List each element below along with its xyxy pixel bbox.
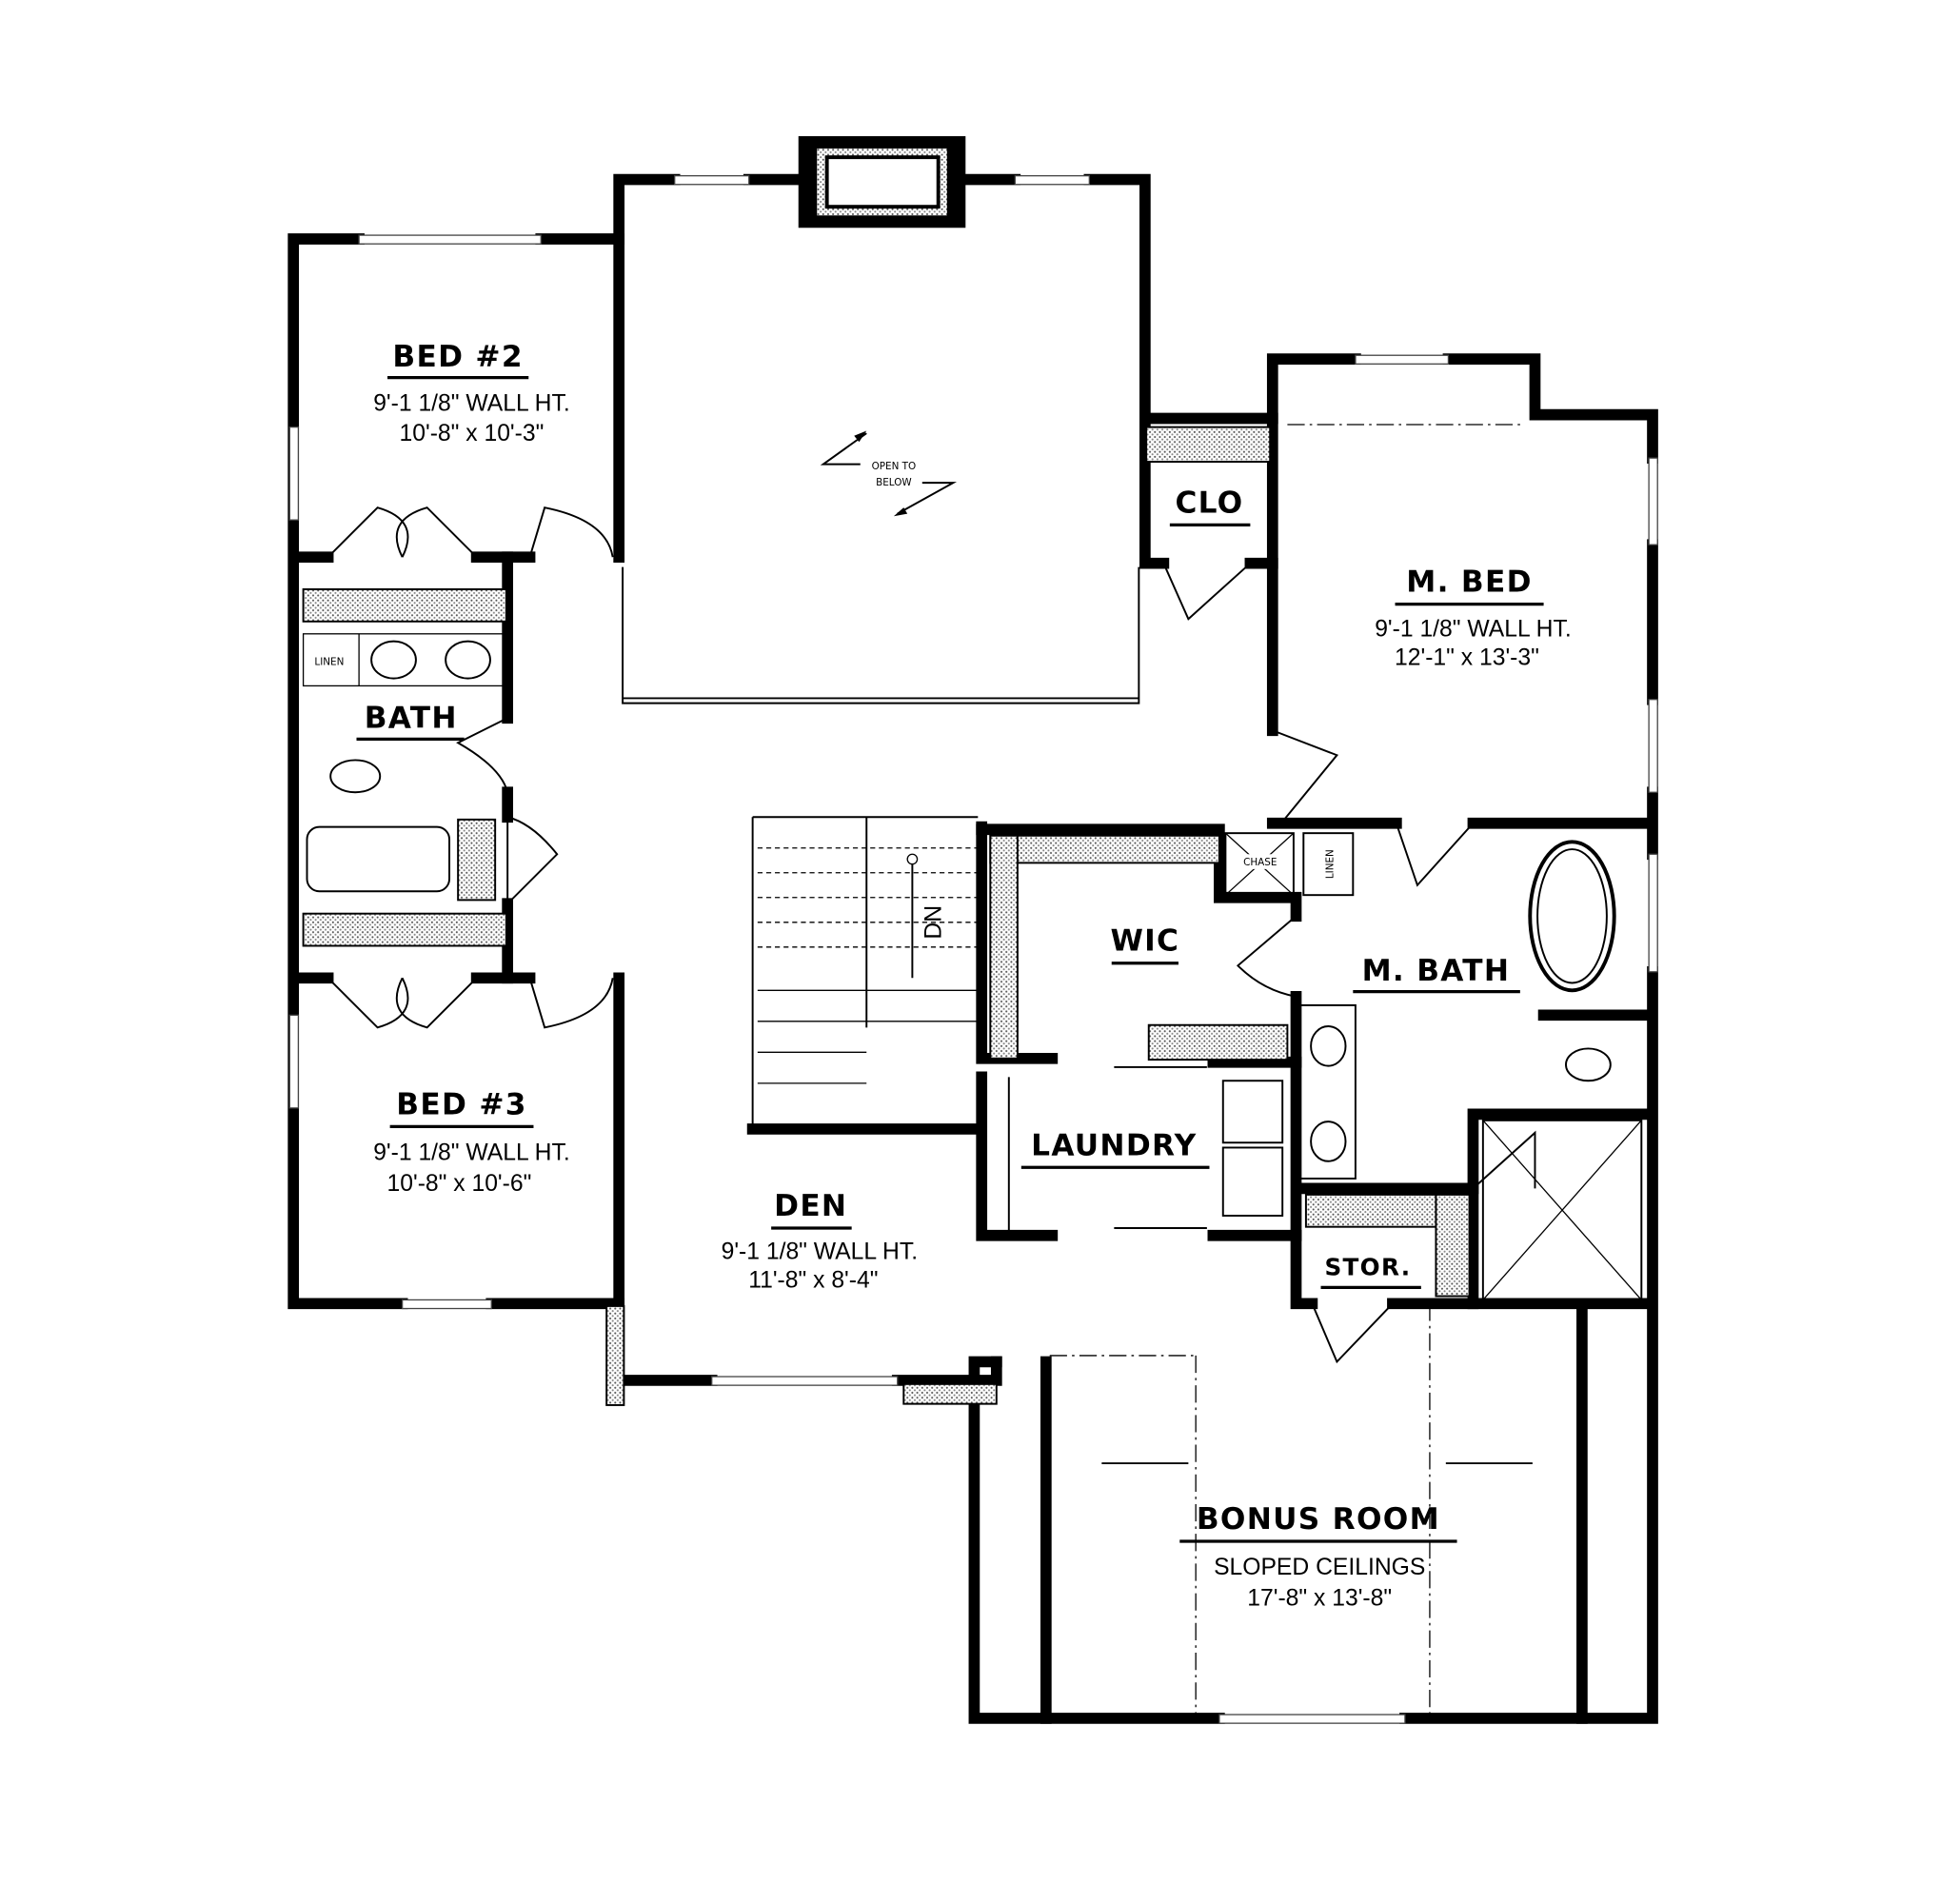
staircase[interactable]: DN — [751, 816, 979, 1129]
stair-direction-label: DN — [921, 905, 946, 940]
open-to-below-area: OPEN TO BELOW — [622, 430, 1140, 704]
window — [1218, 1714, 1406, 1724]
room-wic: WIC — [1110, 924, 1179, 965]
window — [1014, 175, 1090, 186]
fireplace — [798, 136, 966, 228]
room-master-bath: M. BATH — [1353, 954, 1520, 994]
wall-height: 9'-1 1/8" WALL HT. — [1375, 616, 1571, 642]
room-name: BATH — [365, 702, 458, 736]
room-bath: BATH — [356, 702, 465, 741]
wall-height: 9'-1 1/8" WALL HT. — [373, 1140, 569, 1165]
window — [1648, 853, 1658, 973]
chase-label: CHASE — [1243, 857, 1277, 868]
room-size: 10'-8" x 10'-6" — [387, 1171, 532, 1197]
room-master-bed: M. BED 9'-1 1/8" WALL HT. 12'-1" x 13'-3… — [1375, 565, 1571, 671]
doors[interactable] — [327, 506, 1536, 1364]
room-bed-2: BED #2 9'-1 1/8" WALL HT. 10'-8" x 10'-3… — [373, 340, 569, 446]
room-name: M. BED — [1406, 565, 1533, 600]
open-to-label: OPEN TO — [872, 461, 917, 472]
window — [288, 1014, 300, 1109]
room-name: BED #2 — [392, 340, 523, 374]
room-bonus: BONUS ROOM SLOPED CEILINGS 17'-8" x 13'-… — [1179, 1502, 1457, 1612]
room-laundry: LAUNDRY — [1020, 1128, 1210, 1169]
room-name: BED #3 — [396, 1087, 526, 1121]
window — [1648, 699, 1658, 793]
linen-label-mbath: LINEN — [1325, 849, 1337, 879]
room-closet: CLO — [1169, 486, 1251, 526]
interior-walls — [293, 233, 1653, 1724]
room-size: 11'-8" x 8'-4" — [748, 1267, 878, 1293]
fixtures: LINEN CHASE LINEN — [302, 424, 1643, 1716]
window — [1355, 354, 1450, 365]
window — [674, 175, 750, 186]
room-labels: BED #2 9'-1 1/8" WALL HT. 10'-8" x 10'-3… — [356, 340, 1572, 1612]
room-name: M. BATH — [1362, 954, 1511, 988]
ceiling-note: SLOPED CEILINGS — [1214, 1555, 1425, 1580]
window — [288, 426, 300, 521]
window — [358, 234, 542, 245]
window — [401, 1299, 492, 1310]
room-size: 10'-8" x 10'-3" — [400, 421, 545, 446]
room-den: DEN 9'-1 1/8" WALL HT. 11'-8" x 8'-4" — [722, 1189, 918, 1293]
room-name: DEN — [774, 1189, 847, 1223]
room-name: WIC — [1110, 924, 1179, 959]
window — [711, 1376, 899, 1386]
room-name: CLO — [1175, 486, 1243, 520]
room-bed-3: BED #3 9'-1 1/8" WALL HT. 10'-8" x 10'-6… — [373, 1087, 569, 1197]
exterior-walls — [287, 173, 1658, 1724]
room-storage: STOR. — [1320, 1253, 1421, 1290]
room-name: BONUS ROOM — [1197, 1502, 1440, 1537]
room-size: 12'-1" x 13'-3" — [1395, 645, 1539, 670]
wall-height: 9'-1 1/8" WALL HT. — [373, 391, 569, 417]
room-name: STOR. — [1324, 1253, 1411, 1280]
window — [1648, 457, 1658, 545]
below-label: BELOW — [876, 477, 912, 488]
room-name: LAUNDRY — [1031, 1128, 1197, 1162]
linen-label-bath: LINEN — [314, 656, 344, 667]
wall-height: 9'-1 1/8" WALL HT. — [722, 1239, 918, 1264]
room-size: 17'-8" x 13'-8" — [1247, 1586, 1392, 1612]
